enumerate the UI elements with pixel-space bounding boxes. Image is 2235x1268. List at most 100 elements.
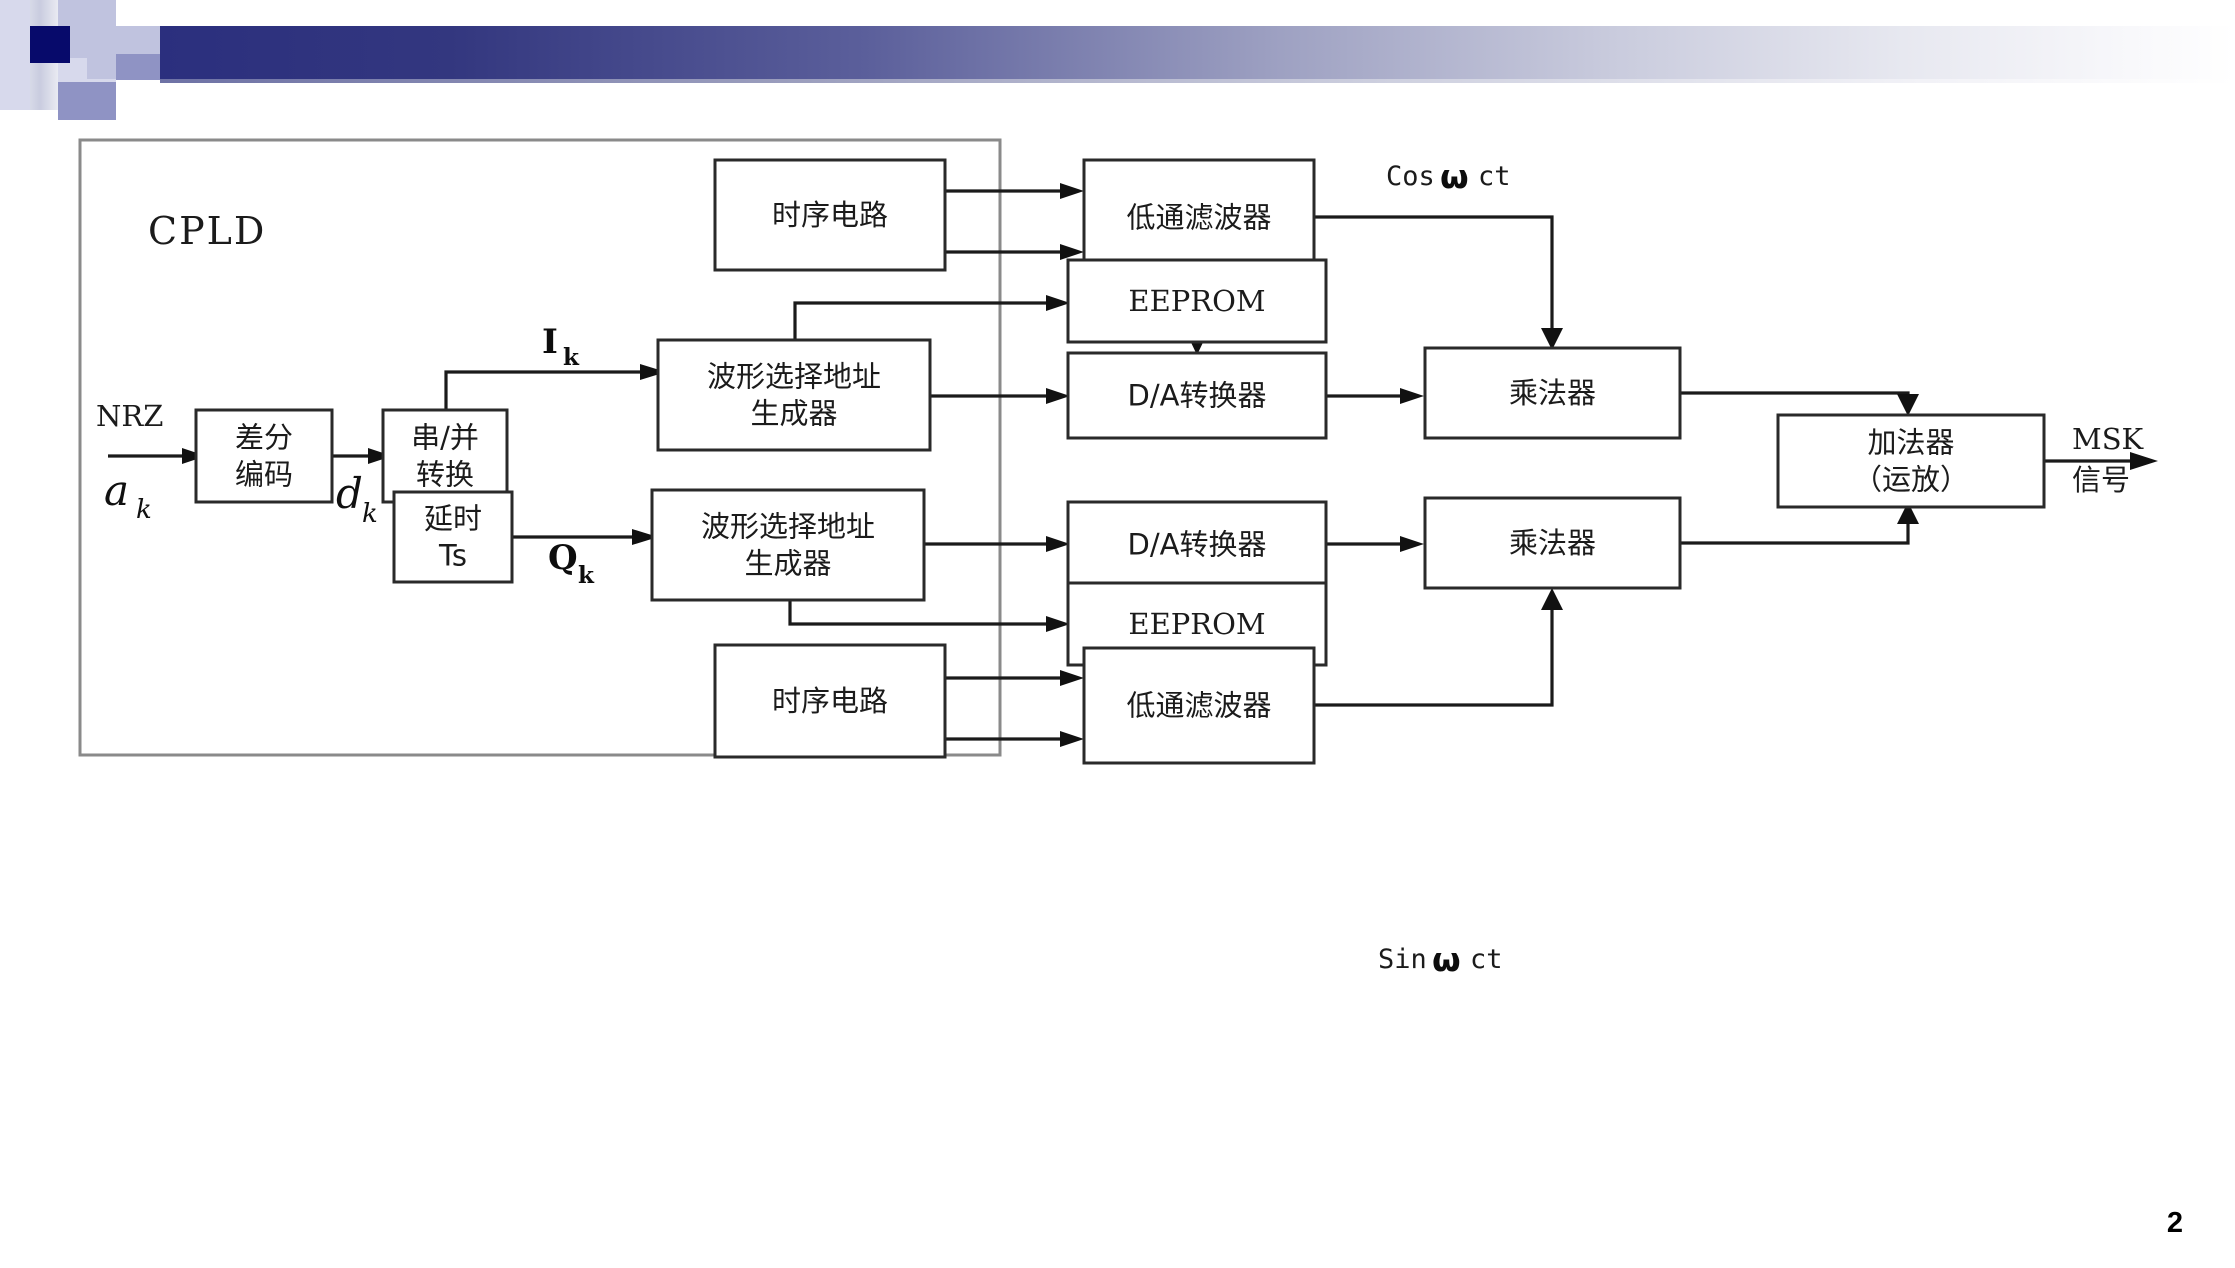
- block-label-da-bot-line1: D/A转换器: [1128, 528, 1267, 562]
- signal-ak-label: a: [104, 466, 129, 515]
- block-rect-adder: [1776, 413, 2046, 509]
- block-label-diff-encode-line2: 编码: [235, 458, 293, 492]
- arrowhead-lpf-top-a: [1060, 183, 1084, 199]
- wire-mult-bot-to-adder: [1680, 524, 1910, 545]
- block-timing-top: 时序电路: [713, 158, 947, 272]
- wire-wavegen-bot-to-eeprom: [788, 600, 1046, 626]
- block-lpf-bot: 低通滤波器: [1082, 646, 1316, 765]
- header-square-mid-a: [58, 82, 116, 120]
- wire-lpf-bot-to-mult: [1314, 610, 1554, 707]
- block-label-serial-parallel-line1: 串/并: [411, 421, 479, 455]
- signal-dk-subscript: k: [362, 499, 378, 529]
- signal-ik-label: I: [542, 322, 558, 362]
- cos-carrier-omega: ω: [1440, 157, 1469, 196]
- msk-modulator-block-diagram: CPLD: [78, 138, 2158, 979]
- block-label-da-top-line1: D/A转换器: [1128, 379, 1267, 413]
- header-gradient-bar: [160, 26, 2235, 79]
- cpld-boundary: [78, 138, 1002, 757]
- msk-output-label-line1: MSK: [2072, 422, 2145, 456]
- block-label-timing-top-line1: 时序电路: [772, 198, 888, 232]
- cpld-label: CPLD: [148, 209, 266, 253]
- arrowhead-eeprom-bot: [1046, 616, 1070, 632]
- signal-qk-label: Q: [548, 538, 578, 578]
- block-label-diff-encode-line1: 差分: [235, 421, 293, 455]
- block-rect-eeprom-top: [1066, 258, 1328, 344]
- block-rect-da-top: [1066, 351, 1328, 440]
- sin-carrier-prefix: Sin: [1378, 944, 1427, 975]
- block-rect-timing-bot: [713, 643, 947, 759]
- arrowhead-adder-bot: [1897, 502, 1919, 524]
- block-label-lpf-top-line1: 低通滤波器: [1126, 201, 1271, 235]
- arrowhead-mult-top: [1400, 388, 1424, 404]
- block-label-delay-ts-line1: 延时: [424, 502, 482, 536]
- signal-ik-subscript: k: [563, 344, 580, 371]
- arrowhead-sp: [368, 448, 392, 464]
- header-square-mid-b: [116, 54, 160, 80]
- block-eeprom-top: EEPROM: [1066, 258, 1328, 344]
- arrowhead-lpf-bot-a: [1060, 670, 1084, 686]
- header-bar-shadow: [160, 79, 2235, 83]
- arrowhead-nrz: [182, 448, 206, 464]
- block-label-mult-top-line1: 乘法器: [1509, 376, 1596, 410]
- block-label-serial-parallel-line2: 转换: [416, 458, 474, 492]
- arrowhead-adder-top: [1897, 394, 1919, 416]
- header-square-dark: [28, 26, 70, 63]
- signal-ak-subscript: k: [136, 495, 152, 525]
- page-number: 2: [2166, 1207, 2183, 1239]
- block-label-eeprom-bot-line1: EEPROM: [1128, 607, 1265, 641]
- arrowhead-msk-output: [2130, 452, 2158, 470]
- block-label-adder-line2: （运放）: [1853, 463, 1969, 497]
- block-label-mult-bot-line1: 乘法器: [1509, 526, 1596, 560]
- header-square-pale-b: [0, 0, 30, 110]
- wire-mult-top-to-adder: [1680, 391, 1910, 398]
- sin-carrier-omega: ω: [1432, 940, 1461, 979]
- block-rect-wavegen-top: [656, 338, 932, 452]
- cos-carrier-suffix: ct: [1478, 161, 1511, 192]
- arrowhead-wavegen-top: [640, 364, 666, 380]
- block-serial-parallel: 串/并转换: [381, 408, 509, 504]
- arrowhead-mult-bot: [1400, 536, 1424, 552]
- block-lpf-top: 低通滤波器: [1082, 158, 1316, 277]
- slide-header-decoration: [0, 0, 2235, 120]
- block-timing-bot: 时序电路: [713, 643, 947, 759]
- block-da-bot: D/A转换器: [1066, 500, 1328, 589]
- arrowhead-lpf-bot-b: [1060, 731, 1084, 747]
- block-label-eeprom-top-line1: EEPROM: [1128, 284, 1265, 318]
- block-label-wavegen-bot-line1: 波形选择地址: [701, 510, 875, 544]
- block-label-adder-line1: 加法器: [1867, 426, 1954, 460]
- block-label-delay-ts-line2: Ts: [438, 539, 467, 573]
- sin-carrier-suffix: ct: [1470, 944, 1503, 975]
- block-rect-wavegen-bot: [650, 488, 926, 602]
- block-mult-top: 乘法器: [1423, 346, 1682, 440]
- diagram-blocks: 时序电路低通滤波器EEPROM波形选择地址生成器D/A转换器乘法器差分编码串/并…: [194, 158, 2046, 765]
- wire-wavegen-top-to-eeprom: [793, 301, 1046, 340]
- block-rect-mult-bot: [1423, 496, 1682, 590]
- arrowhead-mult-bot-carrier: [1541, 588, 1563, 610]
- signal-dk-label: d: [336, 469, 363, 518]
- diagram-text-labels: NRZ a k d k I k Q k Cos ω ct Sin ω ct MS…: [96, 157, 2145, 979]
- signal-qk-subscript: k: [578, 562, 595, 589]
- block-rect-lpf-top: [1082, 158, 1316, 277]
- block-adder: 加法器（运放）: [1776, 413, 2046, 509]
- block-rect-timing-top: [713, 158, 947, 272]
- cos-carrier-prefix: Cos: [1386, 161, 1435, 192]
- arrowhead-da-bot: [1046, 536, 1070, 552]
- block-label-timing-bot-line1: 时序电路: [772, 684, 888, 718]
- arrowhead-mult-top-carrier: [1541, 328, 1563, 350]
- block-rect-delay-ts: [392, 490, 514, 584]
- nrz-input-label: NRZ: [96, 399, 163, 433]
- arrowhead-eeprom-top: [1046, 295, 1070, 311]
- arrowhead-lpf-top-b: [1060, 244, 1084, 260]
- block-label-wavegen-bot-line2: 生成器: [744, 547, 831, 581]
- msk-output-label-line2: 信号: [2072, 463, 2130, 497]
- block-rect-lpf-bot: [1082, 646, 1316, 765]
- arrowhead-da-top: [1046, 388, 1070, 404]
- block-rect-diff-encode: [194, 408, 334, 504]
- block-rect-da-bot: [1066, 500, 1328, 589]
- wire-sp-to-wavegen-top: [444, 370, 640, 410]
- block-mult-bot: 乘法器: [1423, 496, 1682, 590]
